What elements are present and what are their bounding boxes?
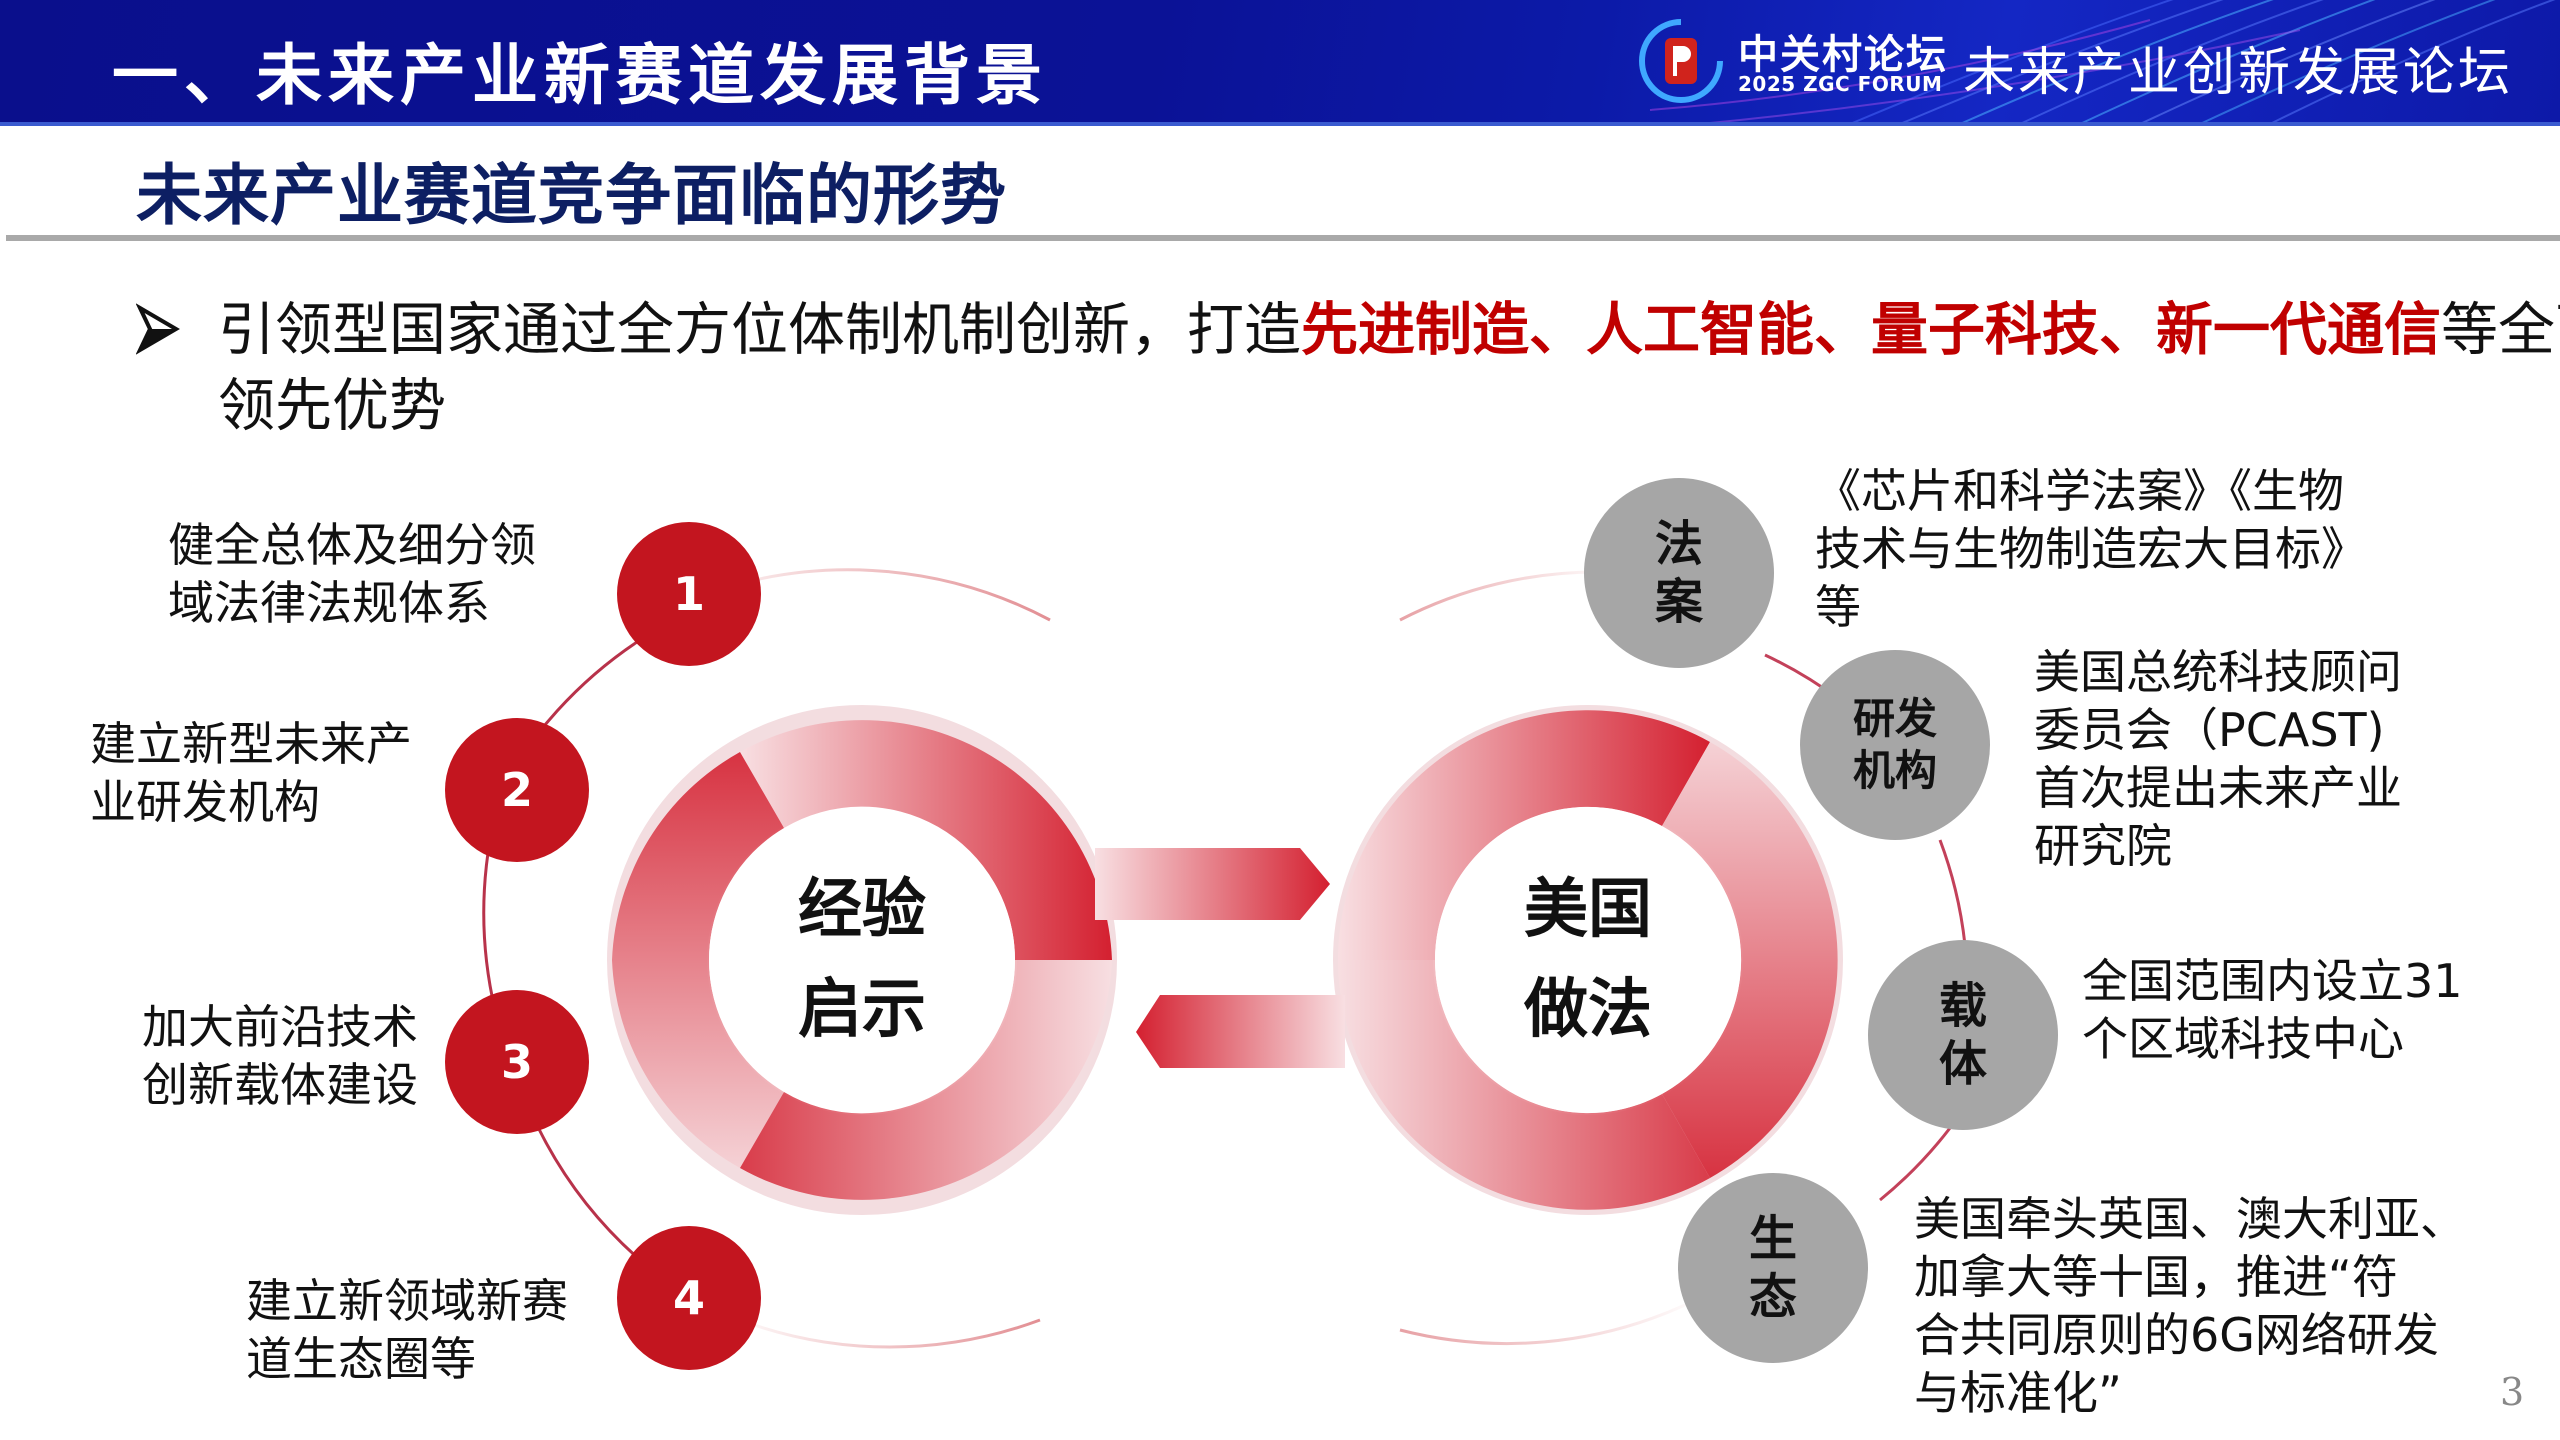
- tag-rd-line2: 机构: [1852, 746, 1937, 795]
- step-2-badge: 2: [445, 718, 589, 862]
- tag-legislation-line2: 案: [1654, 574, 1703, 630]
- right-connector-arc: [1399, 570, 1967, 1346]
- header-banner: 一、未来产业新赛道发展背景 中关村论坛 2025 ZGC FORUM 未来产业创…: [0, 0, 2560, 124]
- step-4-line2: 道生态圈等: [246, 1332, 476, 1386]
- step-1-line1: 健全总体及细分领: [168, 518, 536, 572]
- left-center-line1: 经验: [798, 873, 926, 947]
- step-4-label: 建立新领域新赛 道生态圈等: [246, 1272, 568, 1388]
- left-donut: [607, 705, 1117, 1215]
- step-3-line2: 创新载体建设: [142, 1058, 418, 1112]
- bullet-text-before: 引领型国家通过全方位体制机制创新，打造: [218, 297, 1301, 363]
- step-4-badge: 4: [617, 1226, 761, 1370]
- right-center-line1: 美国: [1524, 873, 1652, 947]
- step-3-label: 加大前沿技术 创新载体建设: [142, 998, 418, 1114]
- rd-description: 美国总统科技顾问 委员会（PCAST) 首次提出未来产业 研究院: [2034, 643, 2402, 875]
- bullet-highlight: 先进制造、人工智能、量子科技、新一代通信: [1301, 297, 2441, 363]
- zgc-forum-logo-icon: [1639, 19, 1723, 103]
- legislation-line3: 等: [1815, 580, 1861, 634]
- rd-line4: 研究院: [2034, 819, 2172, 873]
- bullet-text-after: 等全面领先优势: [218, 297, 2560, 439]
- step-1-label: 健全总体及细分领 域法律法规体系: [168, 516, 536, 632]
- step-2-line2: 业研发机构: [90, 775, 320, 829]
- legislation-line2: 技术与生物制造宏大目标》: [1815, 522, 2367, 576]
- section-title: 一、未来产业新赛道发展背景: [112, 37, 1048, 114]
- tag-carrier-line1: 载: [1938, 978, 1987, 1034]
- step-4-line1: 建立新领域新赛: [246, 1274, 568, 1328]
- step-2-line1: 建立新型未来产: [90, 717, 412, 771]
- logo-english-text: 2025 ZGC FORUM: [1738, 72, 1943, 96]
- rd-line1: 美国总统科技顾问: [2034, 645, 2402, 699]
- arrow-left-icon: [1136, 995, 1345, 1068]
- left-center-line2: 启示: [798, 973, 926, 1047]
- step-1-badge: 1: [617, 522, 761, 666]
- arrowhead-bullet-icon: [136, 303, 180, 355]
- tag-ecosystem-line2: 态: [1748, 1269, 1797, 1325]
- logo-chinese-text: 中关村论坛: [1738, 32, 1948, 78]
- step-1-line2: 域法律法规体系: [168, 576, 490, 630]
- tag-ecosystem-line1: 生: [1748, 1211, 1797, 1267]
- carrier-line2: 个区域科技中心: [2082, 1012, 2404, 1066]
- step-2-label: 建立新型未来产 业研发机构: [90, 715, 412, 831]
- arrow-right-icon: [1095, 848, 1330, 920]
- tag-carrier: 载体: [1868, 940, 2058, 1130]
- ecosystem-line3: 合共同原则的6G网络研发: [1914, 1308, 2439, 1362]
- right-center-label: 美国 做法: [1488, 860, 1688, 1060]
- slide-subtitle: 未来产业赛道竞争面临的形势: [136, 157, 1007, 234]
- step-3-badge: 3: [445, 990, 589, 1134]
- legislation-description: 《芯片和科学法案》《生物 技术与生物制造宏大目标》 等: [1815, 462, 2367, 636]
- forum-name: 未来产业创新发展论坛: [1963, 43, 2514, 103]
- tag-legislation-line1: 法: [1654, 516, 1703, 572]
- legislation-line1: 《芯片和科学法案》《生物: [1815, 464, 2344, 518]
- ecosystem-description: 美国牵头英国、澳大利亚、 加拿大等十国，推进“符 合共同原则的6G网络研发 与标…: [1914, 1190, 2466, 1422]
- tag-legislation: 法案: [1584, 478, 1774, 668]
- carrier-line1: 全国范围内设立31: [2082, 954, 2463, 1008]
- rd-line3: 首次提出未来产业: [2034, 761, 2402, 815]
- bullet-text: 引领型国家通过全方位体制机制创新，打造先进制造、人工智能、量子科技、新一代通信等…: [218, 292, 2560, 444]
- subtitle-rule: [6, 235, 2560, 241]
- header-decorative-lines: [1649, 0, 2556, 124]
- right-donut: [1333, 705, 1843, 1215]
- rd-line2: 委员会（PCAST): [2034, 703, 2385, 757]
- ecosystem-line2: 加拿大等十国，推进“符: [1914, 1250, 2398, 1304]
- tag-rd-institutions: 研发机构: [1800, 650, 1990, 840]
- ecosystem-line4: 与标准化”: [1914, 1366, 2122, 1420]
- left-center-label: 经验 启示: [762, 860, 962, 1060]
- ecosystem-line1: 美国牵头英国、澳大利亚、: [1914, 1192, 2466, 1246]
- step-3-line1: 加大前沿技术: [142, 1000, 418, 1054]
- header-divider: [0, 122, 2560, 126]
- tag-carrier-line2: 体: [1938, 1036, 1987, 1092]
- carrier-description: 全国范围内设立31 个区域科技中心: [2082, 952, 2463, 1068]
- tag-ecosystem: 生态: [1678, 1173, 1868, 1363]
- right-center-line2: 做法: [1524, 973, 1652, 1047]
- tag-rd-line1: 研发: [1852, 694, 1937, 743]
- page-number: 3: [2500, 1370, 2525, 1414]
